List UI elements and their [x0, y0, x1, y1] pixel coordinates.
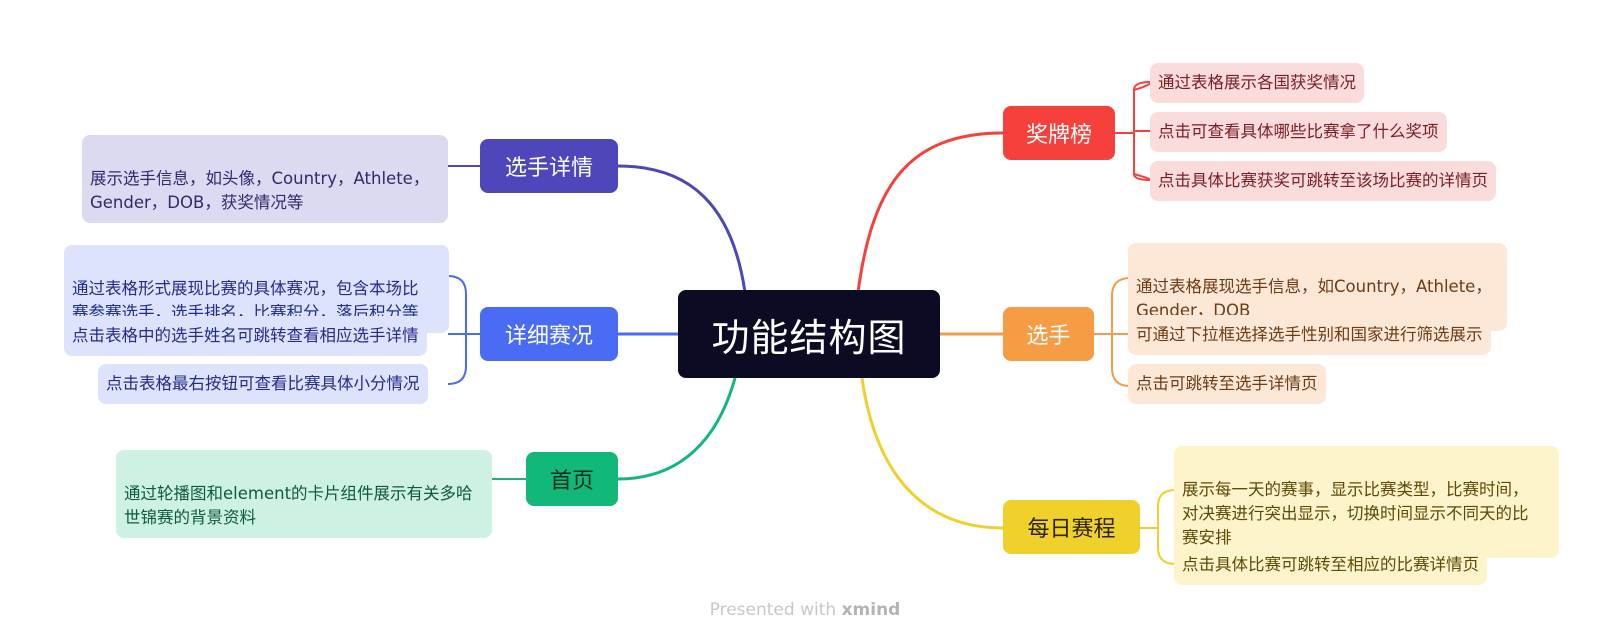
- branch-label: 每日赛程: [1027, 517, 1116, 542]
- leaf-home-1[interactable]: 通过轮播图和element的卡片组件展示有关多哈 世锦赛的背景资料: [116, 450, 492, 538]
- branch-label: 奖牌榜: [1025, 123, 1092, 148]
- leaf-daily-2[interactable]: 点击具体比赛可跳转至相应的比赛详情页: [1174, 545, 1487, 585]
- root-node[interactable]: 功能结构图: [678, 290, 940, 378]
- leaf-medals-2[interactable]: 点击可查看具体哪些比赛拿了什么奖项: [1150, 112, 1447, 152]
- leaf-text: 点击表格中的选手姓名可跳转查看相应选手详情: [72, 326, 419, 345]
- branch-label: 选手: [1026, 324, 1071, 349]
- link-medals: [856, 131, 1004, 293]
- leaf-athletes-3[interactable]: 点击可跳转至选手详情页: [1128, 364, 1326, 404]
- branch-label: 选手详情: [504, 156, 593, 181]
- leaf-daily-1[interactable]: 展示每一天的赛事，显示比赛类型，比赛时间， 对决赛进行突出显示，切换时间显示不同…: [1174, 446, 1559, 558]
- branch-athletes[interactable]: 选手: [1003, 307, 1094, 361]
- link-daily: [860, 377, 1004, 530]
- branch-daily-schedule[interactable]: 每日赛程: [1003, 500, 1140, 554]
- brand-logo: xmind: [841, 600, 901, 620]
- footer-prefix: Presented with: [709, 600, 837, 620]
- branch-label: 详细赛况: [504, 324, 593, 349]
- leaf-text: 点击具体比赛可跳转至相应的比赛详情页: [1182, 555, 1479, 574]
- link-athlete-detail: [617, 164, 747, 293]
- leaf-medals-3[interactable]: 点击具体比赛获奖可跳转至该场比赛的详情页: [1150, 161, 1496, 201]
- branch-label: 首页: [549, 469, 594, 494]
- link-home: [617, 377, 737, 481]
- leaf-match-detail-2[interactable]: 点击表格中的选手姓名可跳转查看相应选手详情: [64, 316, 427, 356]
- leaf-medals-1[interactable]: 通过表格展示各国获奖情况: [1150, 63, 1364, 103]
- root-title: 功能结构图: [711, 315, 907, 360]
- leaf-text: 可通过下拉框选择选手性别和国家进行筛选展示: [1136, 325, 1483, 344]
- leaf-text: 通过表格展现选手信息，如Country，Athlete， Gender，DOB: [1136, 277, 1492, 320]
- branch-match-detail[interactable]: 详细赛况: [480, 307, 618, 361]
- leaf-text: 通过轮播图和element的卡片组件展示有关多哈 世锦赛的背景资料: [124, 484, 473, 527]
- leaf-text: 通过表格展示各国获奖情况: [1158, 73, 1356, 92]
- leaf-text: 点击表格最右按钮可查看比赛具体小分情况: [106, 374, 420, 393]
- leaf-text: 展示选手信息，如头像，Country，Athlete， Gender，DOB，获…: [90, 169, 430, 212]
- footer-credit: Presented with xmind: [0, 600, 1610, 620]
- leaf-athlete-detail-1[interactable]: 展示选手信息，如头像，Country，Athlete， Gender，DOB，获…: [82, 135, 448, 223]
- leaf-text: 点击可跳转至选手详情页: [1136, 374, 1318, 393]
- leaf-match-detail-3[interactable]: 点击表格最右按钮可查看比赛具体小分情况: [98, 364, 428, 404]
- branch-home[interactable]: 首页: [526, 452, 618, 506]
- leaf-text: 展示每一天的赛事，显示比赛类型，比赛时间， 对决赛进行突出显示，切换时间显示不同…: [1182, 480, 1529, 547]
- leaf-text: 点击可查看具体哪些比赛拿了什么奖项: [1158, 122, 1439, 141]
- leaf-text: 点击具体比赛获奖可跳转至该场比赛的详情页: [1158, 171, 1488, 190]
- branch-medals[interactable]: 奖牌榜: [1003, 106, 1115, 160]
- branch-athlete-detail[interactable]: 选手详情: [480, 139, 618, 193]
- leaf-athletes-2[interactable]: 可通过下拉框选择选手性别和国家进行筛选展示: [1128, 315, 1491, 355]
